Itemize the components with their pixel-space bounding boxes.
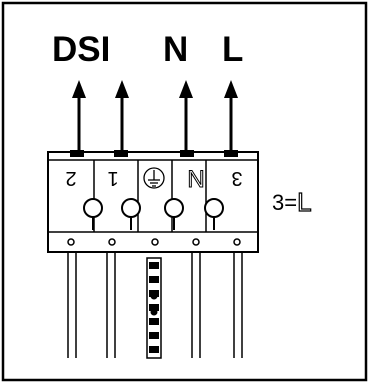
earth-icon <box>143 167 165 189</box>
screw-2 <box>121 198 141 230</box>
connector-block <box>47 150 259 253</box>
arrow-n <box>179 80 193 152</box>
terminal-label-2: 2 <box>65 167 76 189</box>
terminal-label-n: N <box>187 166 204 193</box>
legend-number: 3 <box>272 190 285 215</box>
terminal-label-1: 1 <box>107 167 118 189</box>
earth-wire <box>146 257 162 359</box>
screw-4 <box>204 198 224 230</box>
arrow-dsi-left <box>72 80 86 152</box>
legend: 3=L <box>272 187 312 217</box>
screw-1 <box>83 198 103 230</box>
legend-equals: = <box>284 190 298 215</box>
terminal-label-3: 3 <box>231 167 242 189</box>
arrow-l <box>224 80 238 152</box>
screw-3 <box>164 198 184 230</box>
arrow-dsi-right <box>115 80 129 152</box>
legend-symbol: L <box>296 187 312 217</box>
wires-down <box>67 252 243 358</box>
wire-label-n: N <box>163 30 189 69</box>
wire-label-dsi: DSI <box>52 30 111 69</box>
wire-label-l: L <box>222 30 244 69</box>
